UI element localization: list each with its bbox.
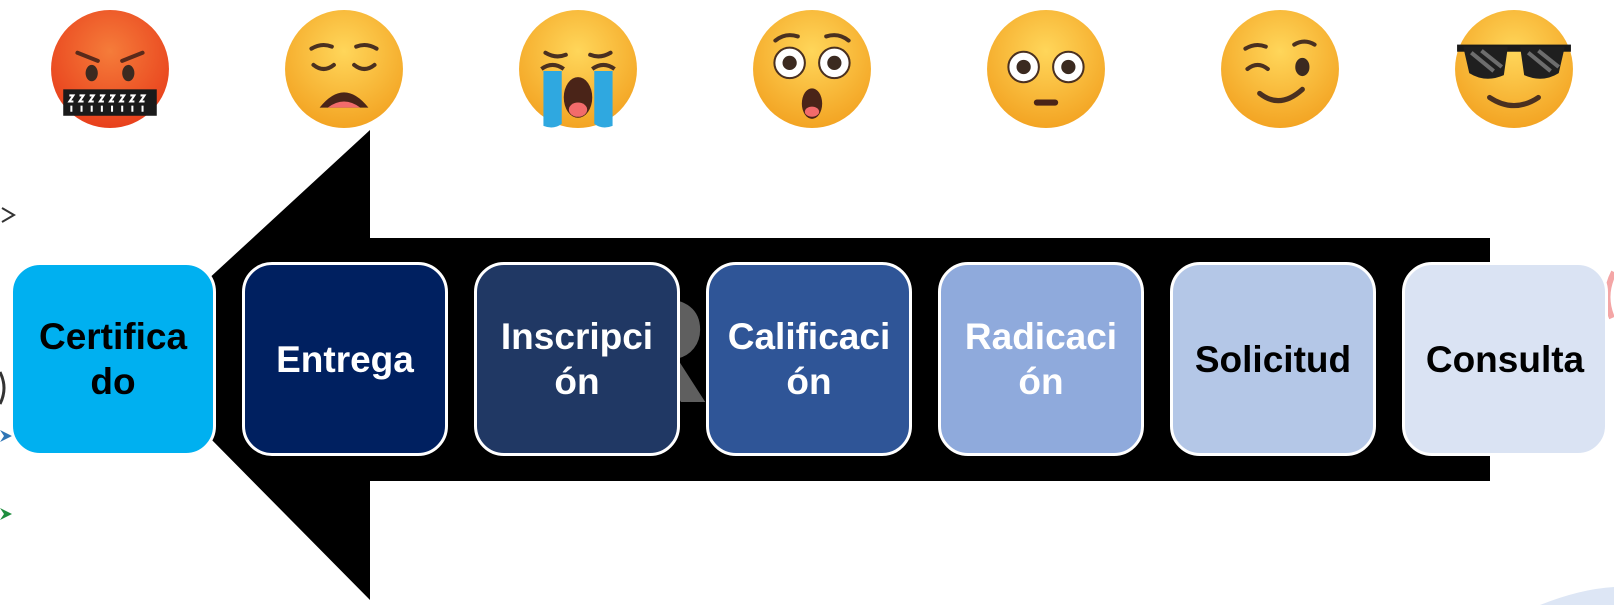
- clipped-corner-fragment: [1540, 587, 1614, 605]
- clipped-paren-fragment: [0, 371, 6, 405]
- clipped-green-chevron-icon: [0, 508, 12, 520]
- step-calificacion: Calificaci ón: [706, 262, 912, 456]
- weary-face-icon: [285, 10, 403, 128]
- loudly-crying-face-icon: [519, 10, 637, 128]
- step-inscripcion: Inscripci ón: [474, 262, 680, 456]
- step-solicitud: Solicitud: [1170, 262, 1376, 456]
- angry-censored-face-icon: [51, 10, 169, 128]
- step-consulta: Consulta: [1402, 262, 1608, 456]
- clipped-chevron-icon: [1, 207, 16, 223]
- sunglasses-face-icon: [1455, 10, 1573, 128]
- step-entrega: Entrega: [242, 262, 448, 456]
- flushed-face-icon: [987, 10, 1105, 128]
- step-certificado: Certifica do: [10, 262, 216, 456]
- winking-face-icon: [1221, 10, 1339, 128]
- step-radicacion: Radicaci ón: [938, 262, 1144, 456]
- clipped-blue-chevron-icon: [0, 430, 12, 442]
- astonished-face-icon: [753, 10, 871, 128]
